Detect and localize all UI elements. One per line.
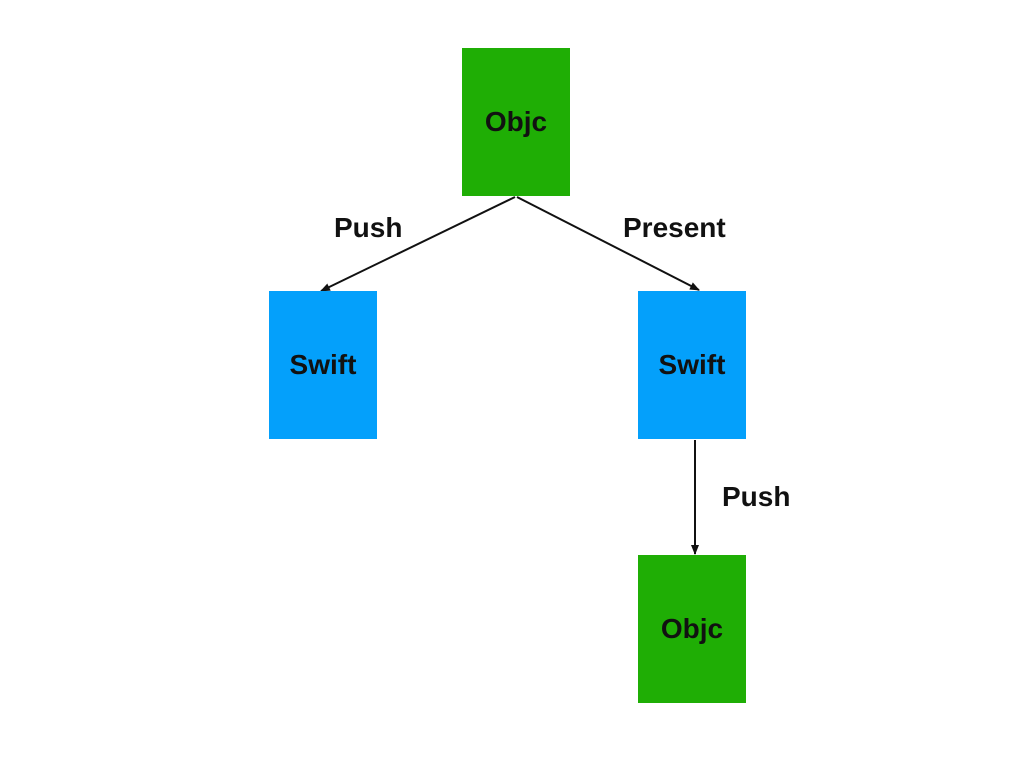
node-label: Objc bbox=[660, 613, 724, 644]
node-objc-bottom: Objc bbox=[638, 555, 746, 703]
edge-label-push-bottom: Push bbox=[722, 481, 791, 512]
node-swift-left: Swift bbox=[269, 291, 377, 439]
node-label: Swift bbox=[658, 349, 726, 380]
node-label: Objc bbox=[484, 106, 548, 137]
node-swift-right: Swift bbox=[638, 291, 746, 439]
edge-root-to-right-arrow bbox=[516, 196, 700, 291]
edge-label-present: Present bbox=[623, 212, 726, 243]
edge-label-push-left: Push bbox=[334, 212, 403, 243]
node-objc-root: Objc bbox=[462, 48, 570, 196]
node-label: Swift bbox=[289, 349, 357, 380]
edge-root-to-left-arrow bbox=[320, 196, 516, 292]
